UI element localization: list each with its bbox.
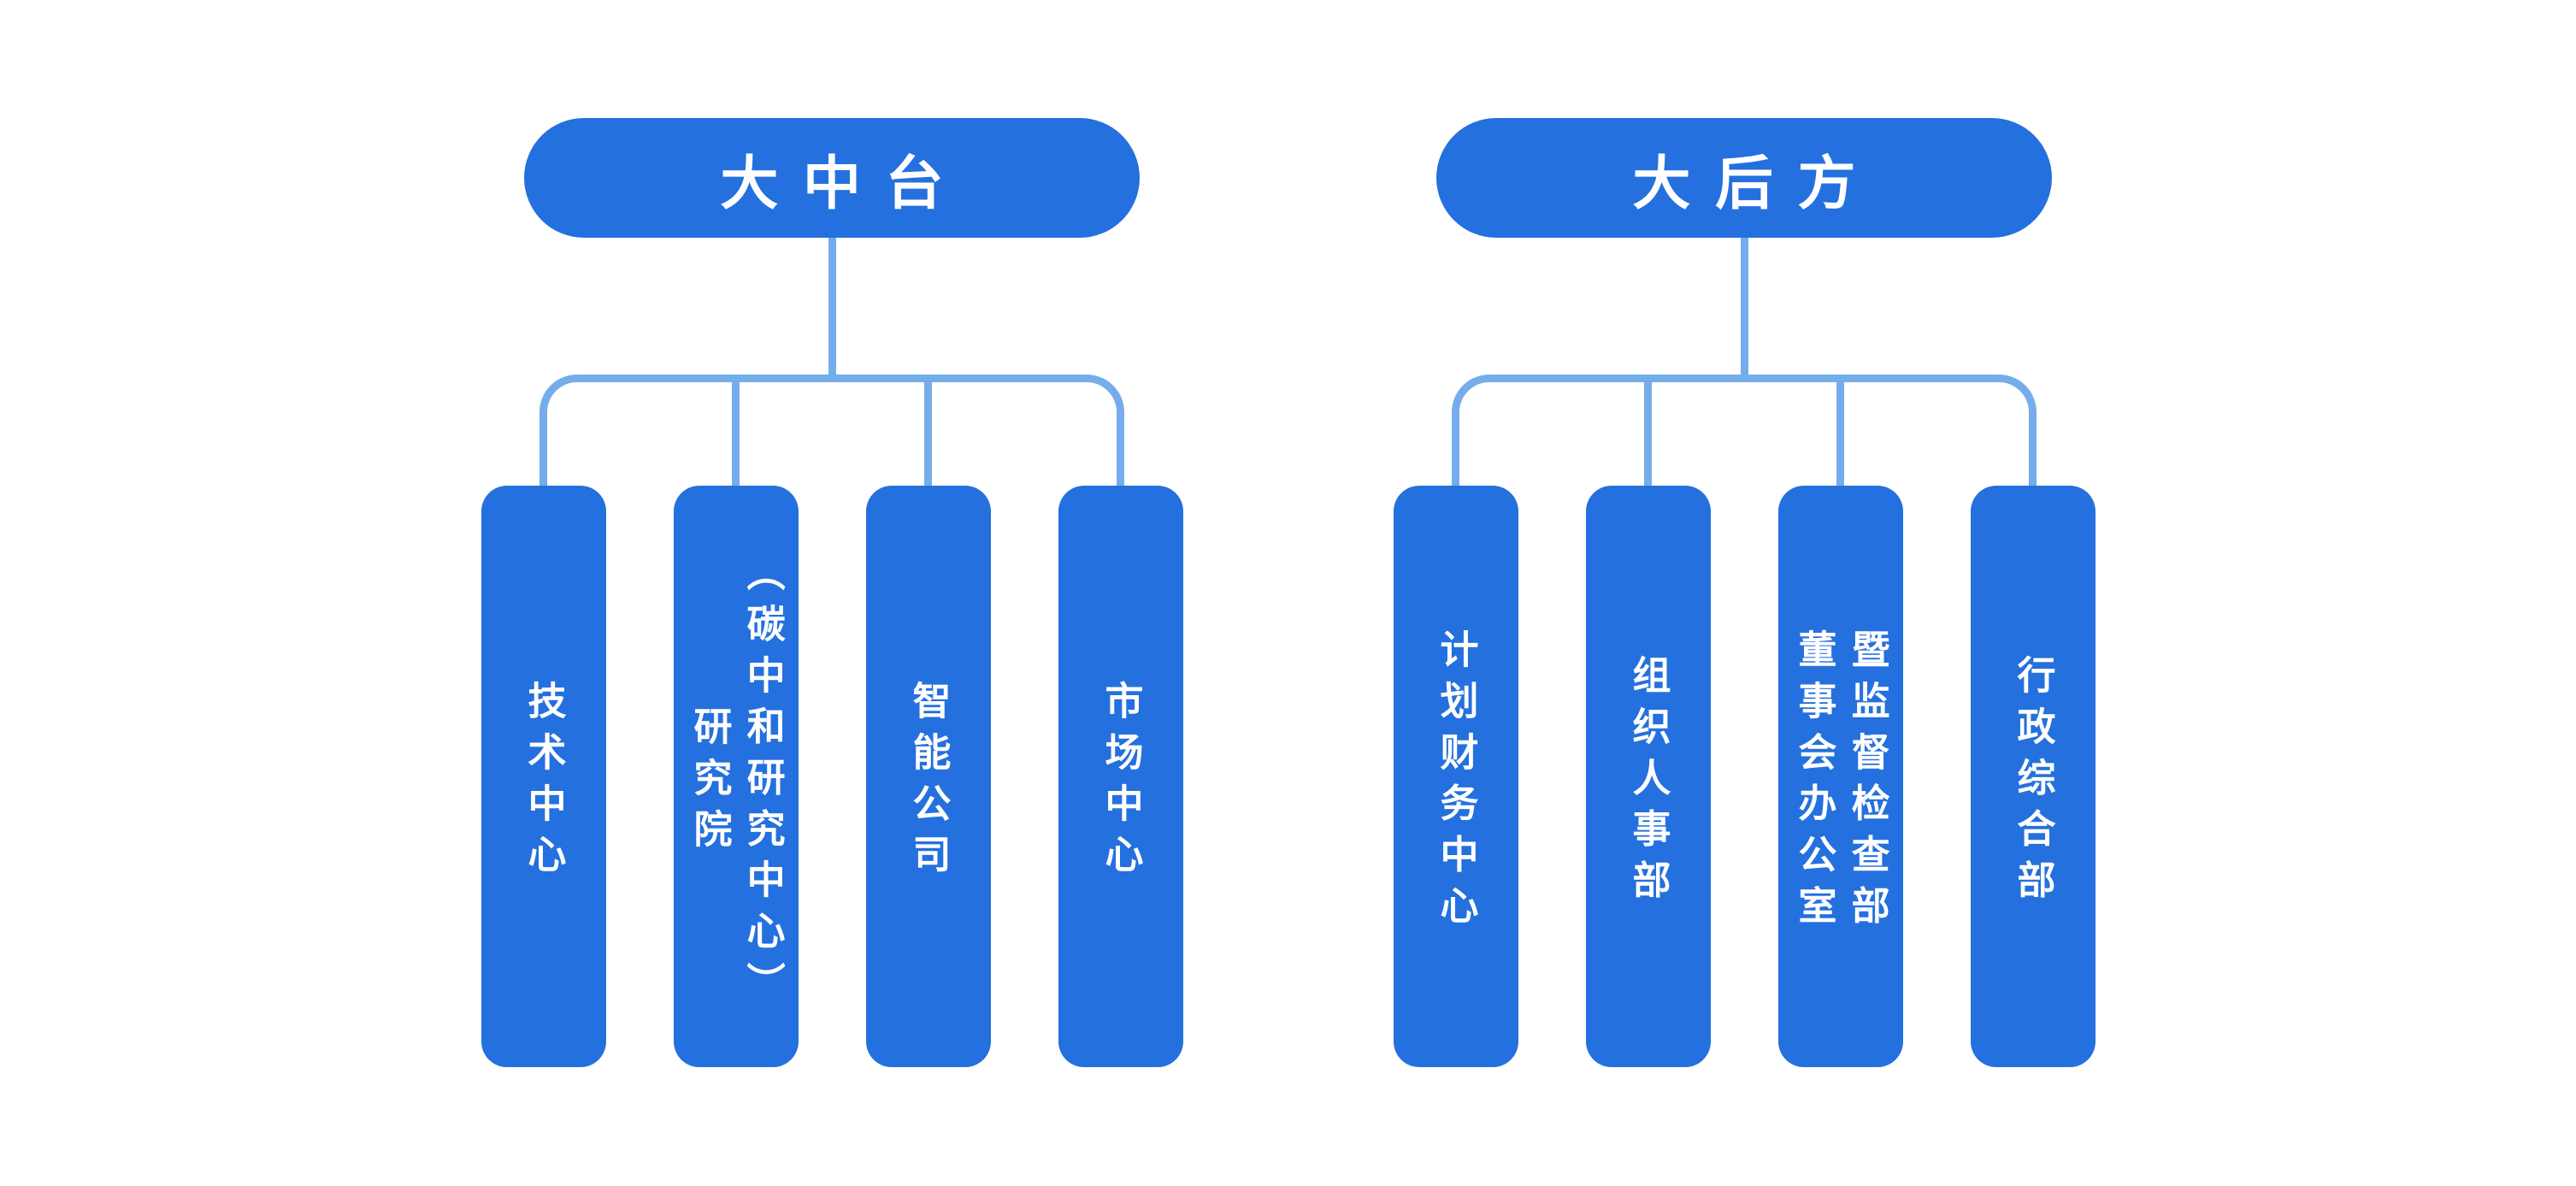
child-node: 智能公司 bbox=[865, 486, 991, 1067]
parent-node-pill: 大后方 bbox=[1436, 118, 2052, 238]
parent-stem-line bbox=[828, 238, 836, 382]
children-row: 计划财务中心 组织人事部 董事会办公室 暨监督检查部 行政综合部 bbox=[1393, 486, 2096, 1067]
child-node: 市场中心 bbox=[1058, 486, 1183, 1067]
child-node: 研究院 （碳中和研究中心） bbox=[673, 486, 799, 1067]
child-node-label: 董事会办公室 暨监督检查部 bbox=[1791, 628, 1890, 936]
child-node-label: 技术中心 bbox=[521, 680, 567, 886]
children-row: 技术中心 研究院 （碳中和研究中心） 智能公司 市场中心 bbox=[480, 486, 1183, 1067]
child-node: 组织人事部 bbox=[1585, 486, 1711, 1067]
right-branch-group: 大后方 计划财务中心 组织人事部 董事会办公室 暨监督检查部 行政综合部 bbox=[1393, 118, 2096, 1067]
child-node-label: 行政综合部 bbox=[2010, 654, 2056, 912]
parent-node-label: 大后方 bbox=[1632, 150, 1881, 218]
connector-rail bbox=[1452, 375, 2037, 486]
connector bbox=[481, 238, 1183, 486]
child-node: 技术中心 bbox=[480, 486, 606, 1067]
parent-node-label: 大中台 bbox=[720, 150, 969, 218]
child-node-label: 计划财务中心 bbox=[1433, 628, 1479, 936]
child-node-label: 智能公司 bbox=[905, 680, 952, 886]
child-node-label: 市场中心 bbox=[1098, 680, 1144, 886]
child-node: 计划财务中心 bbox=[1393, 486, 1518, 1067]
connector-stub-line bbox=[924, 382, 932, 486]
connector-stub-line bbox=[1836, 382, 1844, 486]
child-node-label: 研究院 （碳中和研究中心） bbox=[687, 552, 786, 1013]
child-node: 行政综合部 bbox=[1970, 486, 2096, 1067]
parent-node-pill: 大中台 bbox=[524, 118, 1140, 238]
parent-stem-line bbox=[1740, 238, 1748, 382]
connector-stub-line bbox=[1644, 382, 1652, 486]
child-node: 董事会办公室 暨监督检查部 bbox=[1777, 486, 1903, 1067]
left-branch-group: 大中台 技术中心 研究院 （碳中和研究中心） 智能公司 市场中心 bbox=[480, 118, 1183, 1067]
connector bbox=[1394, 238, 2096, 486]
connector-stub-line bbox=[732, 382, 740, 486]
connector-rail bbox=[539, 375, 1124, 486]
child-node-label: 组织人事部 bbox=[1625, 654, 1671, 912]
